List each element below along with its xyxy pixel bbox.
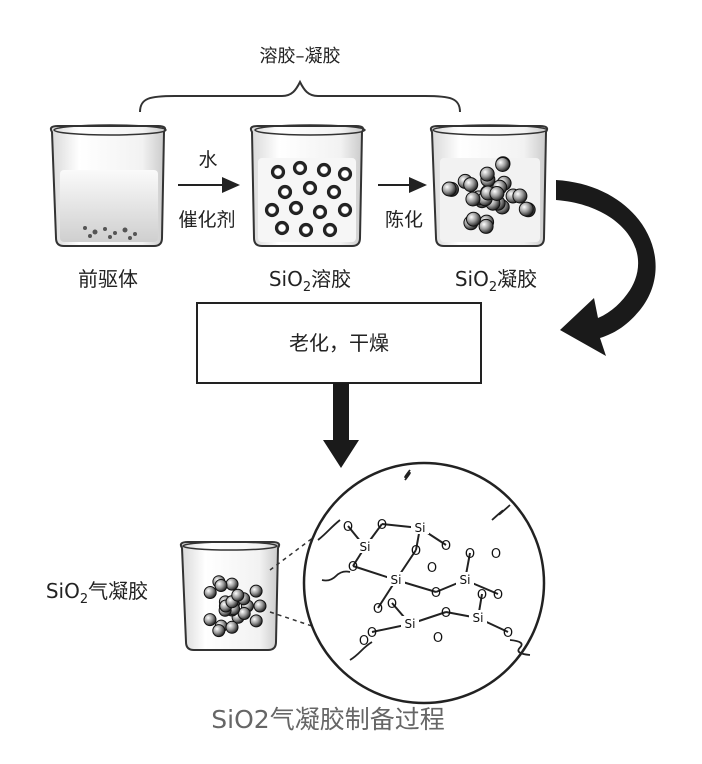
- sol-label: SiO2溶胶: [269, 267, 351, 295]
- silicon-atom-bg: [401, 616, 419, 630]
- oxygen-atom-label: O: [367, 626, 377, 641]
- oxygen-atom-label: O: [493, 588, 503, 603]
- process-box-label: 老化，干燥: [289, 331, 389, 355]
- silicon-atom-label: Si: [460, 573, 471, 587]
- silicon-atom-bg: [456, 572, 474, 586]
- sol-gel-label: 溶胶–凝胶: [260, 46, 341, 67]
- oxygen-atom-label: O: [373, 602, 383, 617]
- oxygen-atom-label: O: [377, 518, 387, 533]
- figure-caption: SiO2气凝胶制备过程: [211, 705, 444, 734]
- oxygen-atom-label: O: [387, 597, 397, 612]
- oxygen-atom-label: O: [431, 586, 441, 601]
- down-arrow: [323, 383, 359, 468]
- oxygen-atom-label: O: [477, 588, 487, 603]
- silicon-atom-bg: [469, 610, 487, 624]
- silicon-atom-label: Si: [391, 573, 402, 587]
- network-chain-end: [491, 504, 511, 521]
- precursor-label: 前驱体: [78, 267, 138, 291]
- aerogel-label: SiO2气凝胶: [46, 579, 148, 607]
- oxygen-atom-label: O: [411, 544, 421, 559]
- arrow2-bottom-label: 陈化: [385, 209, 423, 231]
- process-box: [196, 302, 482, 384]
- aerogel-network: [203, 575, 267, 638]
- top-brace: [139, 79, 461, 113]
- zoom-line-bottom: [269, 611, 319, 629]
- network-chain-end: [349, 641, 373, 661]
- oxygen-atom-label: O: [343, 520, 353, 535]
- beaker-gel: [429, 124, 549, 247]
- silicon-atom-label: Si: [473, 611, 484, 625]
- arrow1-top-label: 水: [198, 149, 217, 171]
- oxygen-atom-label: O: [491, 547, 501, 562]
- oxygen-atom-label: O: [348, 560, 358, 575]
- beaker-aerogel: [179, 541, 281, 651]
- silicon-atom-label: Si: [405, 617, 416, 631]
- network-chain-end: [509, 639, 531, 656]
- oxygen-atom-label: O: [465, 547, 475, 562]
- sol-particles: [264, 160, 353, 238]
- gel-label: SiO2凝胶: [455, 267, 537, 295]
- silicon-atom-bg: [356, 539, 374, 553]
- oxygen-atom-label: O: [441, 539, 451, 554]
- beaker-sol: [249, 124, 366, 247]
- silicon-atom-bg: [411, 520, 429, 534]
- network-chain-end: [317, 519, 341, 541]
- gel-network: [441, 156, 536, 234]
- silicon-atom-bg: [387, 572, 405, 586]
- silicon-atom-label: Si: [360, 540, 371, 554]
- silicon-atom-label: Si: [415, 521, 426, 535]
- network-chain-end: [321, 570, 351, 582]
- oxygen-atom-label: O: [359, 634, 369, 649]
- oxygen-atom-label: O: [433, 631, 443, 646]
- arrow1-bottom-label: 催化剂: [178, 209, 235, 231]
- oxygen-atom-label: O: [441, 606, 451, 621]
- network-zoom-circle: [302, 461, 546, 705]
- network-chain-end: [404, 469, 411, 481]
- beaker-precursor: [49, 124, 167, 247]
- curved-arrow: [556, 180, 656, 356]
- oxygen-atom-label: O: [427, 561, 437, 576]
- oxygen-atom-label: O: [503, 626, 513, 641]
